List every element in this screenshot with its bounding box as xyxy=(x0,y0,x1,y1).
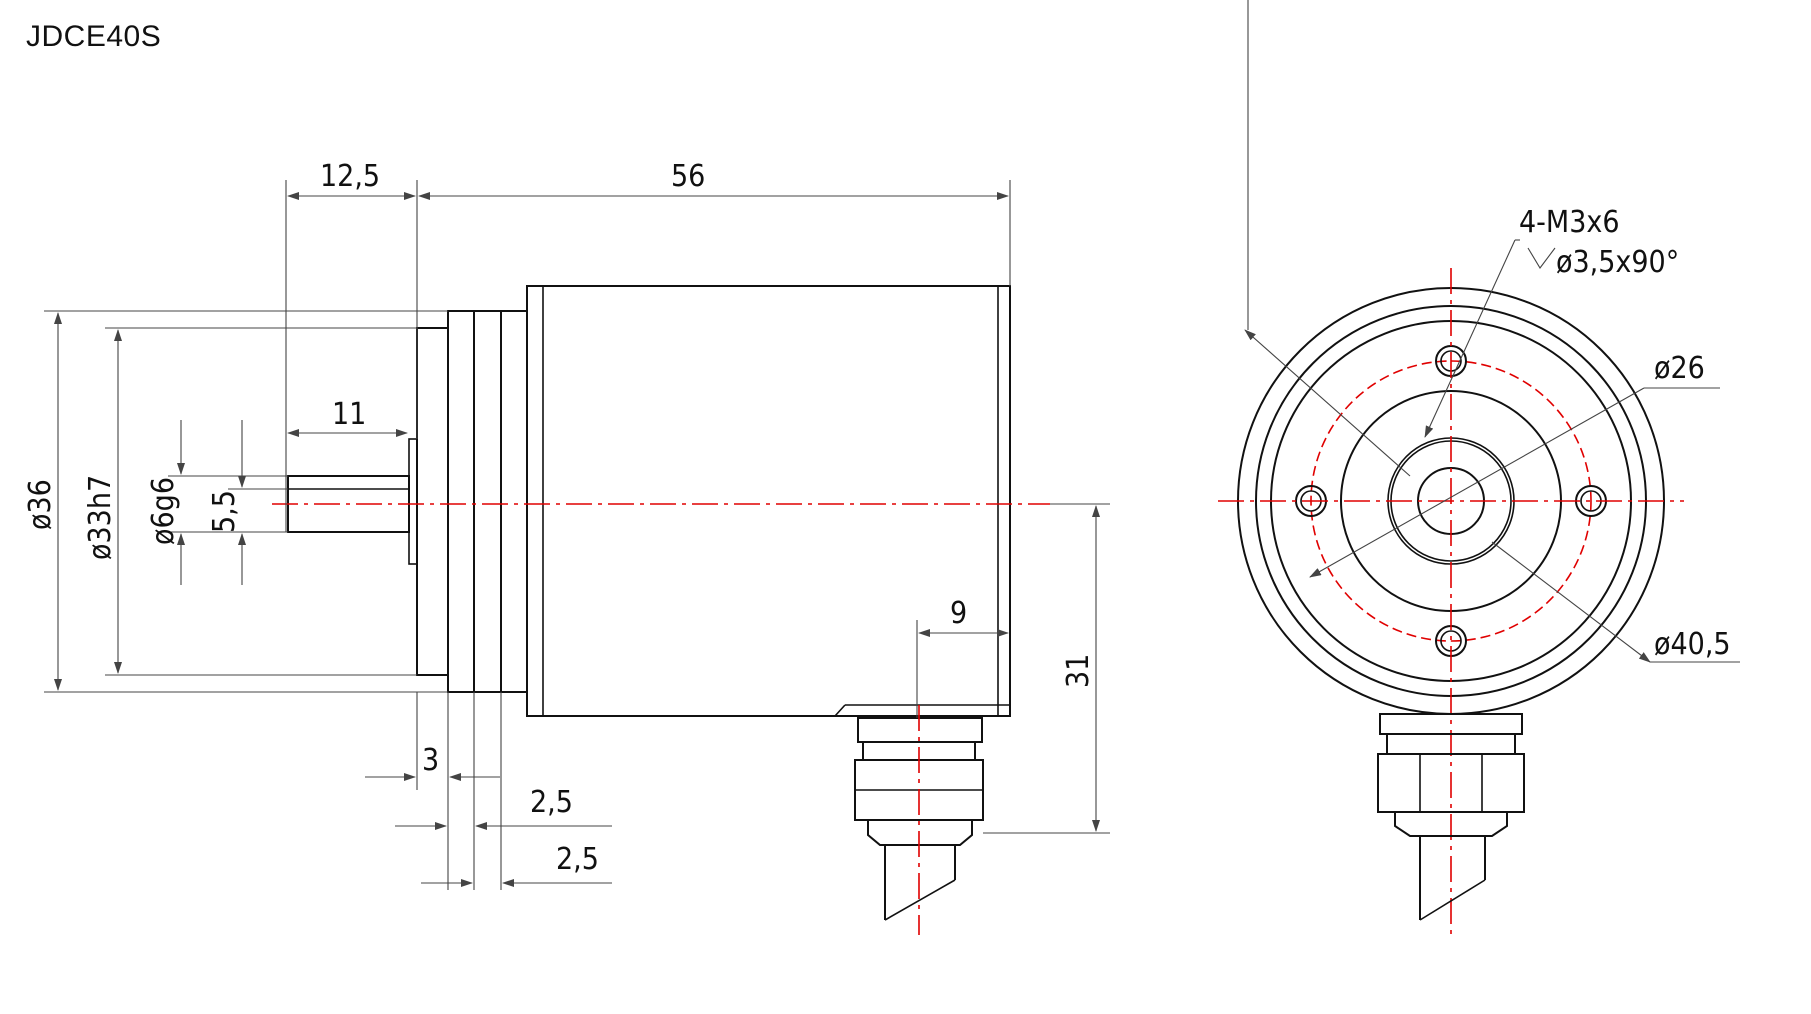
dim-56: 56 xyxy=(671,159,705,194)
cable-gland-front xyxy=(1377,713,1525,921)
flange-1 xyxy=(447,310,475,693)
dim-31: 31 xyxy=(1061,654,1096,688)
front-view: 4-M3x6 ø3,5x90° ø26 ø40,5 xyxy=(1218,0,1740,935)
dim-6g6: ø6g6 xyxy=(146,477,181,545)
dim-2-5a: 2,5 xyxy=(530,785,573,820)
dim-12-5: 12,5 xyxy=(320,159,380,194)
side-view: 12,5 56 11 ø36 ø33h7 ø6g6 5,5 9 xyxy=(23,159,1110,935)
drawing-title: JDCE40S xyxy=(26,20,162,53)
dim-40-5: ø40,5 xyxy=(1654,627,1731,662)
pilot xyxy=(416,327,449,676)
dim-5-5: 5,5 xyxy=(207,490,242,533)
dim-2-5b: 2,5 xyxy=(556,842,599,877)
dim-36: ø36 xyxy=(23,479,58,530)
dim-9: 9 xyxy=(950,596,967,631)
dim-26: ø26 xyxy=(1654,351,1705,386)
cable-gland-side xyxy=(834,704,1010,921)
dim-11: 11 xyxy=(332,397,366,432)
flange-2 xyxy=(500,310,528,693)
shaft-collar xyxy=(408,438,418,565)
countersink-label: ø3,5x90° xyxy=(1556,245,1679,280)
dim-33h7: ø33h7 xyxy=(83,475,118,560)
dim-3: 3 xyxy=(422,743,439,778)
holes-label: 4-M3x6 xyxy=(1519,205,1620,240)
encoder-body xyxy=(526,285,1011,717)
